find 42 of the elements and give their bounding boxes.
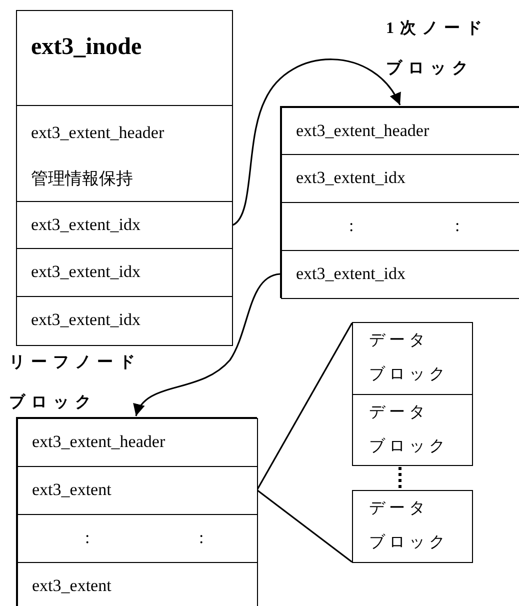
curved-arrow	[232, 58, 401, 226]
block-heading: リーフノードブロック	[9, 353, 142, 413]
field-cell	[16, 201, 233, 249]
field-label: ext3_extent_idx	[31, 215, 141, 235]
field-label: 管理情報保持	[31, 169, 133, 189]
title-cell	[16, 10, 233, 106]
field-label: ext3_extent	[32, 480, 112, 500]
ellipsis-text: :	[455, 216, 460, 236]
ellipsis-text: :	[199, 528, 204, 548]
ellipsis-text: :	[85, 528, 90, 548]
data-block-label: データ	[369, 331, 429, 351]
connector-line	[256, 322, 353, 490]
block-heading: 1次ノードブロック	[386, 19, 489, 79]
data-block-box	[352, 322, 473, 395]
connector-line	[256, 489, 352, 563]
data-block-box	[352, 490, 473, 563]
field-cell	[281, 107, 519, 155]
field-cell	[16, 248, 233, 297]
data-block-label: データ	[369, 403, 429, 423]
curved-arrow	[134, 273, 280, 416]
field-cell	[17, 418, 258, 467]
field-label: ext3_extent_idx	[296, 264, 406, 284]
field-label: ext3_extent_idx	[31, 262, 141, 282]
field-cell	[16, 105, 233, 202]
field-label: ext3_extent_header	[32, 432, 166, 452]
data-block-box	[352, 394, 473, 466]
data-block-label: ブロック	[369, 437, 449, 457]
ellipsis-text: :	[349, 216, 354, 236]
field-label: ext3_extent	[32, 576, 112, 596]
field-label: ext3_extent_header	[31, 123, 164, 143]
field-label: ext3_extent_header	[296, 121, 430, 141]
field-cell	[17, 466, 258, 515]
data-block-label: ブロック	[369, 365, 449, 385]
field-label: ext3_extent_idx	[31, 310, 141, 330]
field-label: ext3_extent_idx	[296, 168, 406, 188]
field-cell	[281, 250, 519, 299]
field-cell	[17, 562, 258, 606]
title-text: ext3_inode	[31, 33, 142, 61]
data-block-label: ブロック	[369, 533, 449, 553]
ellipsis-cell	[17, 514, 258, 563]
field-cell	[16, 296, 233, 346]
data-block-label: データ	[369, 499, 429, 519]
